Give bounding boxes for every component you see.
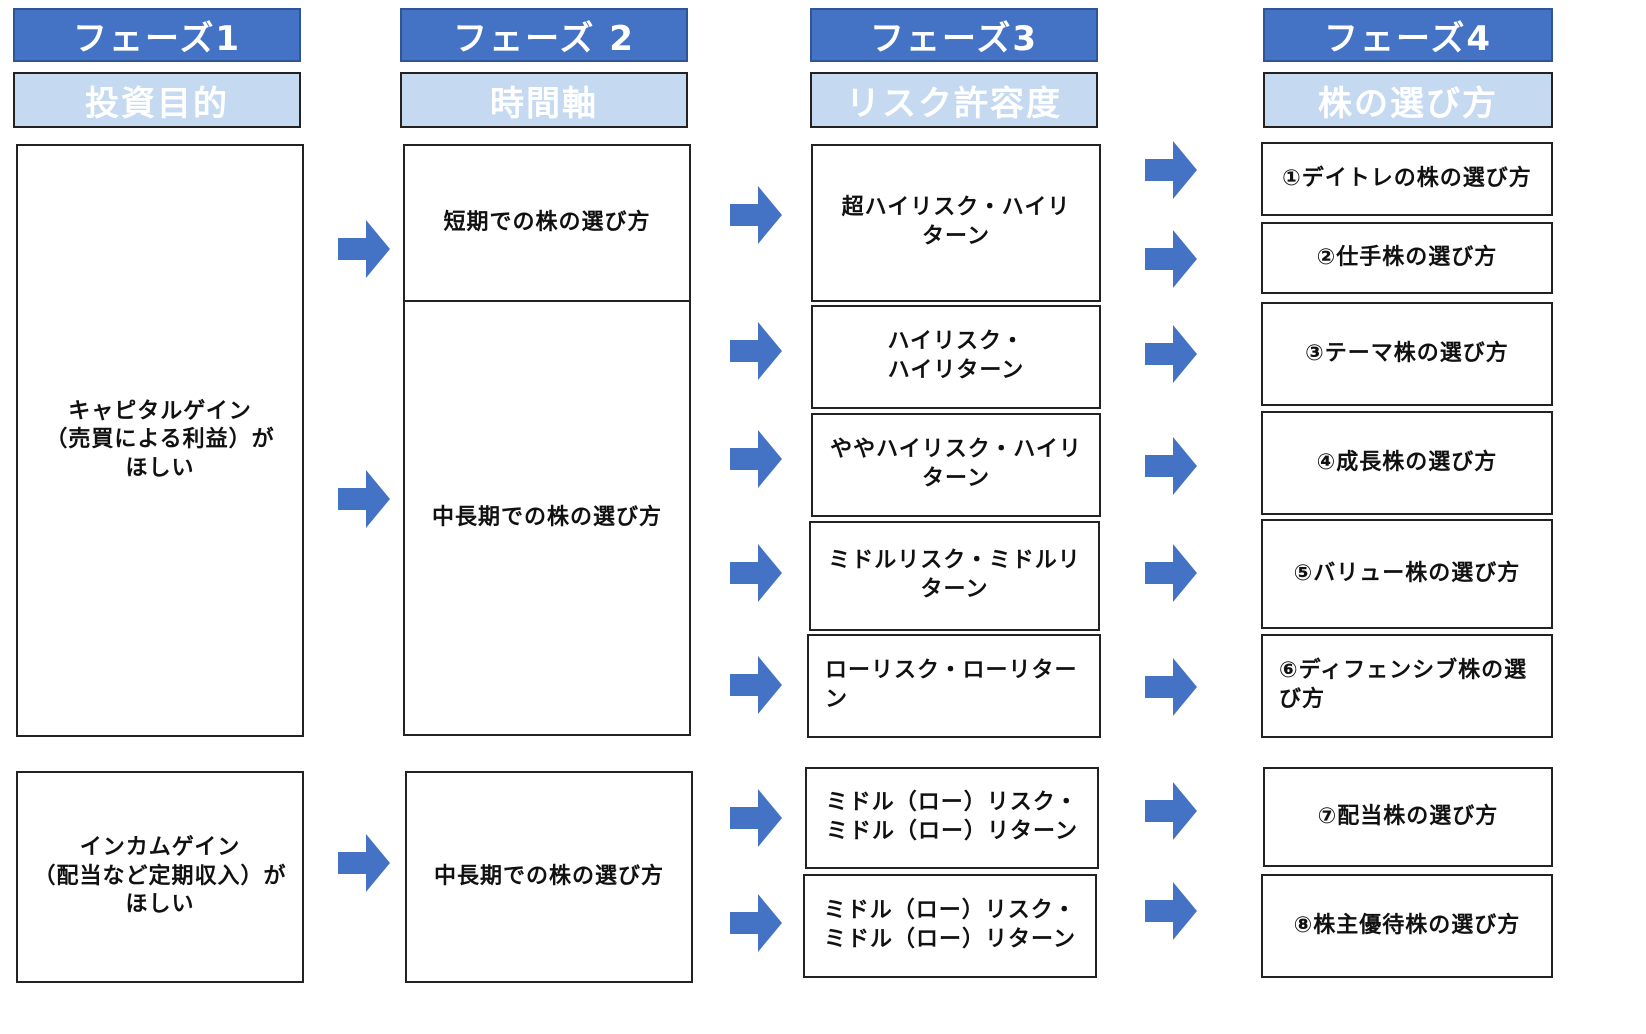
right-arrow-icon [1145, 882, 1197, 940]
risk-box-7: ミドル（ロー）リスク・ ミドル（ロー）リターン [803, 874, 1097, 978]
method-box-8: ⑧株主優待株の選び方 [1261, 874, 1553, 978]
purpose-income-gain-box: インカムゲイン （配当など定期収入）が ほしい [16, 771, 304, 983]
phase-2-header: フェーズ 2 [400, 8, 688, 62]
timeframe-midlong-capital-box: 中長期での株の選び方 [403, 300, 691, 736]
timeframe-midlong-income-box: 中長期での株の選び方 [405, 771, 693, 983]
right-arrow-icon [730, 544, 782, 602]
right-arrow-icon [1145, 230, 1197, 288]
risk-box-5: ローリスク・ローリター ン [807, 634, 1101, 738]
purpose-capital-gain-box: キャピタルゲイン （売買による利益）が ほしい [16, 144, 304, 737]
risk-box-6: ミドル（ロー）リスク・ ミドル（ロー）リターン [805, 767, 1099, 869]
phase-1-header: フェーズ1 [13, 8, 301, 62]
method-box-5: ⑤バリュー株の選び方 [1261, 519, 1553, 629]
right-arrow-icon [730, 656, 782, 714]
risk-box-3: ややハイリスク・ハイリ ターン [811, 413, 1101, 517]
method-box-3: ③テーマ株の選び方 [1261, 302, 1553, 406]
phase-4-subheader: 株の選び方 [1263, 72, 1553, 128]
phase-3-subheader: リスク許容度 [810, 72, 1098, 128]
right-arrow-icon [1145, 437, 1197, 495]
right-arrow-icon [338, 470, 390, 528]
right-arrow-icon [338, 220, 390, 278]
method-box-2: ②仕手株の選び方 [1261, 222, 1553, 294]
right-arrow-icon [338, 834, 390, 892]
right-arrow-icon [730, 186, 782, 244]
timeframe-short-box: 短期での株の選び方 [403, 144, 691, 302]
risk-box-1: 超ハイリスク・ハイリ ターン [811, 144, 1101, 302]
right-arrow-icon [730, 894, 782, 952]
right-arrow-icon [1145, 544, 1197, 602]
right-arrow-icon [1145, 782, 1197, 840]
right-arrow-icon [730, 430, 782, 488]
right-arrow-icon [1145, 141, 1197, 199]
method-box-6: ⑥ディフェンシブ株の選 び方 [1261, 634, 1553, 738]
right-arrow-icon [1145, 325, 1197, 383]
method-box-7: ⑦配当株の選び方 [1263, 767, 1553, 867]
method-box-4: ④成長株の選び方 [1261, 411, 1553, 515]
right-arrow-icon [1145, 658, 1197, 716]
phase-1-subheader: 投資目的 [13, 72, 301, 128]
phase-3-header: フェーズ3 [810, 8, 1098, 62]
right-arrow-icon [730, 322, 782, 380]
method-box-1: ①デイトレの株の選び方 [1261, 142, 1553, 216]
phase-2-subheader: 時間軸 [400, 72, 688, 128]
risk-box-4: ミドルリスク・ミドルリ ターン [809, 521, 1100, 631]
risk-box-2: ハイリスク・ ハイリターン [811, 305, 1101, 409]
phase-4-header: フェーズ4 [1263, 8, 1553, 62]
right-arrow-icon [730, 789, 782, 847]
